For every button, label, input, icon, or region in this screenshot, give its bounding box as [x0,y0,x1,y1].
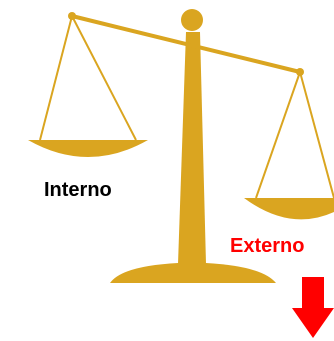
left-pan-string [39,15,73,141]
left-pan-string [71,15,137,141]
right-pan-string [299,71,334,199]
scale-beam [70,14,302,74]
left-pan-label: Interno [44,179,112,201]
right-pan-label: Externo [230,235,305,257]
left-pan [28,140,148,157]
scale-pillar [178,32,206,264]
right-pan-string [255,71,301,199]
arrow-down-icon [292,277,334,338]
scale-base [110,263,276,283]
right-pan [244,198,334,220]
scale-pivot-knob [181,9,203,31]
